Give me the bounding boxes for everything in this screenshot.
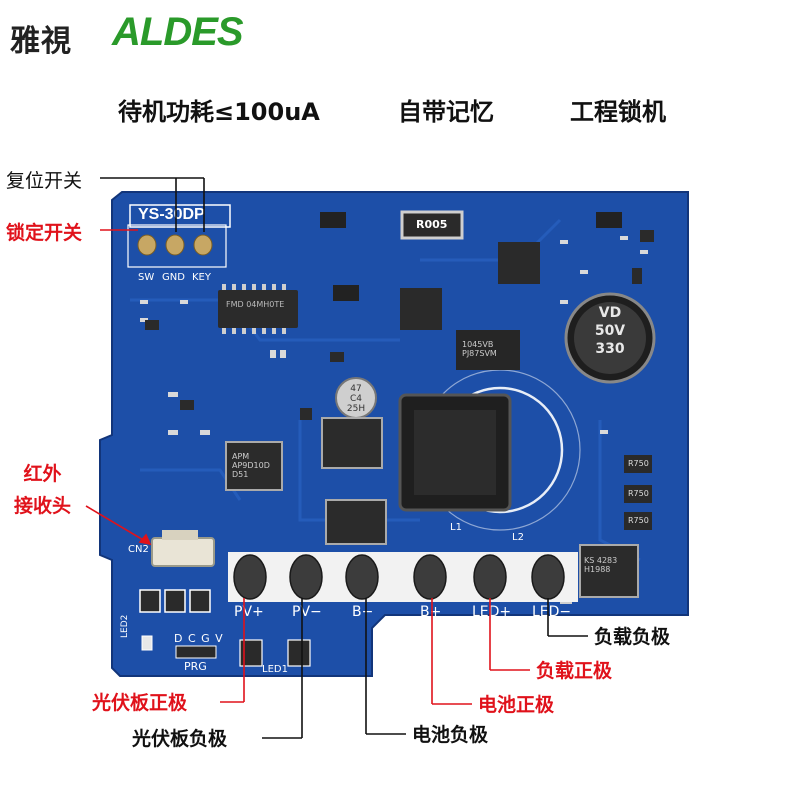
callout-battery-positive: 电池正极	[478, 694, 555, 716]
capacitor-voltage-top: VD	[598, 305, 622, 321]
terminal-pv-positive: PV+	[234, 604, 264, 620]
callout-pv-positive: 光伏板正极	[92, 692, 188, 714]
callout-battery-negative: 电池负极	[412, 724, 489, 746]
terminal-load-negative: LED−	[532, 604, 572, 620]
callout-load-positive: 负载正极	[536, 660, 613, 682]
large-capacitor-label: VD 50V 330	[590, 304, 630, 358]
feature-project-lock: 工程锁机	[570, 98, 666, 126]
header-pin-key: KEY	[192, 272, 211, 283]
prg-label: PRG	[184, 660, 207, 673]
prg-pin-labels: D C G V	[174, 632, 224, 645]
small-capacitor-label: 47 C4 25H	[344, 384, 368, 414]
callout-load-negative: 负载负极	[594, 626, 671, 648]
callout-reset-switch: 复位开关	[6, 170, 83, 192]
callout-ir-receiver: 红外 接收头	[14, 463, 72, 517]
callout-lock-switch: 锁定开关	[6, 222, 83, 244]
chip-d2-marking: 1045VB PJ87SVM	[462, 340, 497, 358]
small-capacitor-rating: 25H	[346, 404, 366, 414]
board-model-label: YS-30DP	[138, 206, 205, 223]
terminal-pv-negative: PV−	[292, 604, 322, 620]
led1-label: LED1	[262, 664, 288, 675]
terminal-load-positive: LED+	[472, 604, 512, 620]
shunt-r750-1: R750	[628, 459, 649, 468]
resistor-r005-marking: R005	[416, 218, 448, 231]
header-pin-gnd: GND	[162, 272, 185, 283]
brand-chinese-name: 雅視	[10, 24, 72, 59]
callout-pv-negative: 光伏板负极	[132, 728, 228, 750]
small-capacitor-value: 47	[350, 384, 362, 394]
brand-logo: ALDES	[112, 10, 244, 54]
capacitor-capacitance: 330	[595, 341, 625, 357]
header-pin-sw: SW	[138, 272, 155, 283]
feature-standby-power: 待机功耗≤100uA	[118, 98, 320, 126]
feature-memory: 自带记忆	[398, 98, 494, 126]
chip-u1-marking: FMD 04MH0TE	[226, 300, 285, 309]
terminal-battery-negative: B−	[352, 604, 374, 620]
inductor-l1-label: L1	[450, 522, 462, 533]
mosfet-mq1-marking: APM AP9D10D D51	[232, 452, 270, 479]
mosfet-mq7-marking: KS 4283 H1988	[584, 556, 618, 574]
small-capacitor-ref: C4	[349, 394, 362, 404]
capacitor-voltage: 50V	[594, 323, 626, 339]
cn2-label: CN2	[128, 544, 149, 555]
terminal-battery-positive: B+	[420, 604, 442, 620]
shunt-r750-2: R750	[628, 489, 649, 498]
shunt-r750-3: R750	[628, 516, 649, 525]
inductor-l2-label: L2	[512, 532, 524, 543]
